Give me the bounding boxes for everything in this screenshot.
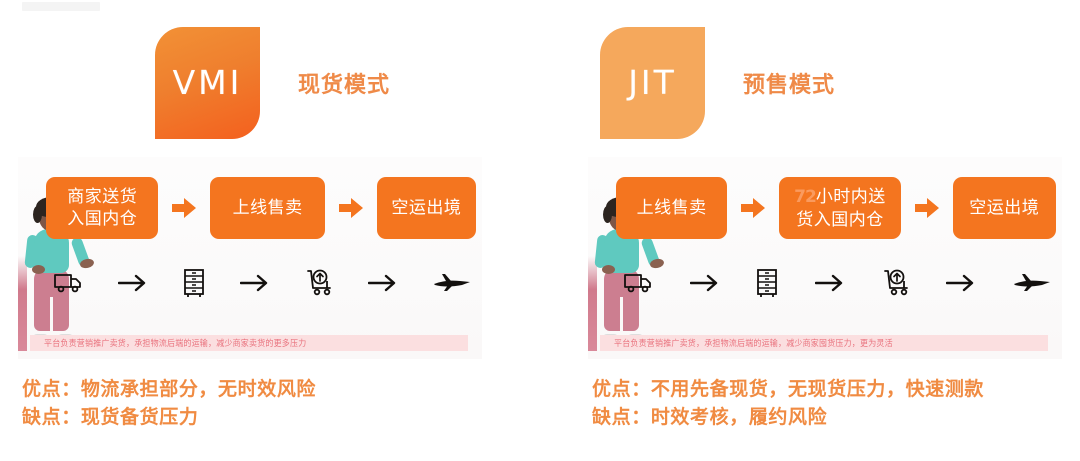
cons-label: 缺点： xyxy=(22,406,81,428)
pros-text: 物流承担部分，无时效风险 xyxy=(80,379,317,400)
flow-step-line: 商家送货 xyxy=(67,187,138,207)
cons-label: 缺点： xyxy=(592,406,651,428)
flow-step-box[interactable]: 上线售卖 xyxy=(616,177,728,239)
jit-icon-strip xyxy=(624,265,1052,301)
arrow-right-icon xyxy=(814,274,845,292)
jit-caption-text: 平台负责营销推广卖货，承担物流后端的运输，减少商家囤货压力，更为灵活 xyxy=(614,338,893,348)
top-left-artifact xyxy=(22,2,100,11)
warehouse-cabinet-icon xyxy=(755,268,779,298)
flow-step-line: 入国内仓 xyxy=(67,209,138,228)
arrow-right-icon xyxy=(946,274,976,292)
jit-column: JIT 预售模式 上线售卖 xyxy=(588,0,1080,461)
vmi-badge: VMI xyxy=(155,26,260,139)
vmi-header: VMI 现货模式 xyxy=(155,25,390,140)
vmi-badge-label: VMI xyxy=(172,63,243,102)
vmi-flow-steps: 商家送货 入国内仓 上线售卖 xyxy=(46,177,476,239)
vmi-caption-text: 平台负责营销推广卖货，承担物流后端的运输，减少商家卖货的更多压力 xyxy=(44,338,307,348)
flow-arrow-icon xyxy=(172,198,197,218)
jit-pros-line: 优点：不用先备现货，无现货压力，快速测款 xyxy=(592,376,984,404)
vmi-flow-panel: 商家送货 入国内仓 上线售卖 xyxy=(18,157,482,359)
flow-step-highlight-number: 72 xyxy=(794,186,817,207)
pros-text: 不用先备现货，无现货压力，快速测款 xyxy=(650,379,985,400)
flow-step-line: 空运出境 xyxy=(391,198,462,218)
flow-arrow-icon xyxy=(338,198,363,218)
jit-caption-bar: 平台负责营销推广卖货，承担物流后端的运输，减少商家囤货压力，更为灵活 xyxy=(600,335,1048,351)
jit-flow-panel: 上线售卖 72小时内送 货入国内仓 xyxy=(588,157,1062,359)
truck-icon xyxy=(54,272,84,294)
pink-accent-strip xyxy=(588,256,597,351)
jit-badge-label: JIT xyxy=(628,63,677,102)
arrow-right-icon xyxy=(689,274,720,292)
jit-cons-line: 缺点：时效考核，履约风险 xyxy=(592,404,984,432)
flow-step-line: 上线售卖 xyxy=(636,198,707,218)
flow-step-box[interactable]: 空运出境 xyxy=(376,177,476,239)
arrow-right-icon xyxy=(240,274,270,292)
arrow-right-icon xyxy=(368,274,398,292)
vmi-cons-line: 缺点：现货备货压力 xyxy=(22,404,316,432)
flow-arrow-icon xyxy=(741,198,766,218)
warehouse-cabinet-icon xyxy=(182,268,206,298)
jit-badge: JIT xyxy=(600,26,705,139)
vmi-pros-cons: 优点：物流承担部分，无时效风险 缺点：现货备货压力 xyxy=(22,376,316,431)
flow-step-line: 上线售卖 xyxy=(232,198,303,218)
pros-label: 优点： xyxy=(592,379,651,400)
flow-step-box[interactable]: 商家送货 入国内仓 xyxy=(46,177,159,239)
vmi-mode-title: 现货模式 xyxy=(298,71,391,97)
pallet-truck-icon xyxy=(881,268,911,298)
truck-icon xyxy=(624,272,654,294)
vmi-caption-bar: 平台负责营销推广卖货，承担物流后端的运输，减少商家卖货的更多压力 xyxy=(30,335,468,351)
vmi-column: VMI 现货模式 商家送货 xyxy=(18,0,518,461)
airplane-icon xyxy=(432,273,472,293)
flow-step-line: 小时内送 xyxy=(815,186,886,206)
vmi-pros-line: 优点：物流承担部分，无时效风险 xyxy=(22,376,316,404)
arrow-right-icon xyxy=(118,274,148,292)
pros-label: 优点： xyxy=(22,379,81,400)
jit-header: JIT 预售模式 xyxy=(600,25,835,140)
jit-mode-title: 预售模式 xyxy=(743,71,836,97)
jit-flow-steps: 上线售卖 72小时内送 货入国内仓 xyxy=(616,177,1056,239)
flow-arrow-icon xyxy=(914,198,939,218)
flow-step-box[interactable]: 空运出境 xyxy=(952,177,1056,239)
flow-step-line: 空运出境 xyxy=(969,198,1040,218)
airplane-icon xyxy=(1012,273,1052,293)
jit-pros-cons: 优点：不用先备现货，无现货压力，快速测款 缺点：时效考核，履约风险 xyxy=(592,376,984,431)
pallet-truck-icon xyxy=(304,268,334,298)
vmi-icon-strip xyxy=(54,265,472,301)
cons-text: 时效考核，履约风险 xyxy=(650,406,828,428)
cons-text: 现货备货压力 xyxy=(80,406,199,428)
pink-accent-strip xyxy=(18,256,27,351)
flow-step-line: 货入国内仓 xyxy=(796,209,884,229)
flow-step-box[interactable]: 上线售卖 xyxy=(210,177,325,239)
flow-step-box[interactable]: 72小时内送 货入国内仓 xyxy=(779,177,901,239)
